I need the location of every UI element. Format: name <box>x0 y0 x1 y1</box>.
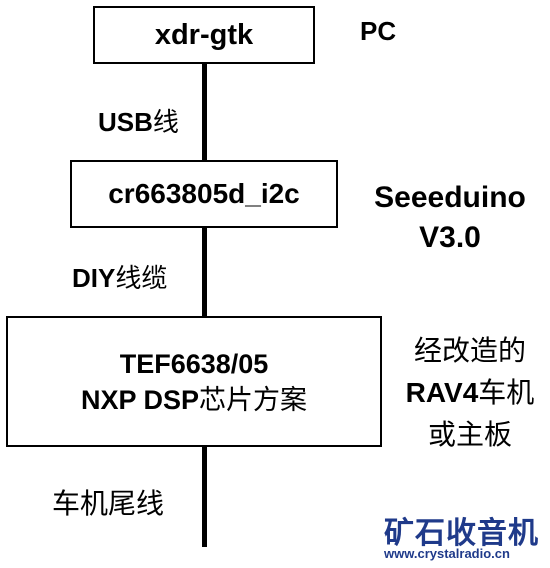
label-diy-cable: DIY线缆 <box>72 258 167 295</box>
box-xdr-gtk-label: xdr-gtk <box>154 18 254 51</box>
box-tef6638-line2: NXP DSP芯片方案 <box>81 382 307 418</box>
label-rav4-line2-latin: RAV4 <box>405 377 479 408</box>
watermark-brand: 矿石收音机 <box>384 517 539 550</box>
label-seeeduino-line1: Seeeduino <box>374 181 526 214</box>
label-rav4: 经改造的 RAV4车机 或主板 <box>392 330 548 456</box>
box-tef6638-line2-latin: NXP DSP <box>80 384 200 415</box>
label-seeeduino-line2: V3.0 <box>419 221 481 254</box>
connector-pc-to-seeeduino <box>202 62 207 162</box>
label-usb-cable-latin: USB <box>98 107 153 137</box>
box-tef6638-line2-cn: 芯片方案 <box>199 384 308 415</box>
label-pc: PC <box>360 16 397 46</box>
label-seeeduino: Seeeduino V3.0 <box>355 178 545 258</box>
label-usb-cable-cn: 线 <box>152 107 179 137</box>
label-rav4-line2-cn: 车机 <box>478 377 535 408</box>
label-tail-cable: 车机尾线 <box>52 488 165 519</box>
label-diy-cable-cn: 线缆 <box>115 263 168 293</box>
box-cr663805d-i2c-label: cr663805d_i2c <box>108 178 300 209</box>
label-rav4-line2: RAV4车机 <box>392 372 548 414</box>
box-tef6638-line1: TEF6638/05 <box>119 348 269 379</box>
connector-seeeduino-to-tef <box>202 228 207 318</box>
label-rav4-line1: 经改造的 <box>413 335 526 366</box>
box-xdr-gtk: xdr-gtk <box>93 6 315 64</box>
watermark-url: www.crystalradio.cn <box>384 546 510 561</box>
connector-tef-to-tail <box>202 447 207 547</box>
label-usb-cable: USB线 <box>98 102 179 139</box>
box-cr663805d-i2c: cr663805d_i2c <box>70 160 338 228</box>
label-rav4-line3: 或主板 <box>427 419 512 450</box>
box-tef6638: TEF6638/05 NXP DSP芯片方案 <box>6 316 382 447</box>
label-diy-cable-latin: DIY <box>72 263 116 293</box>
